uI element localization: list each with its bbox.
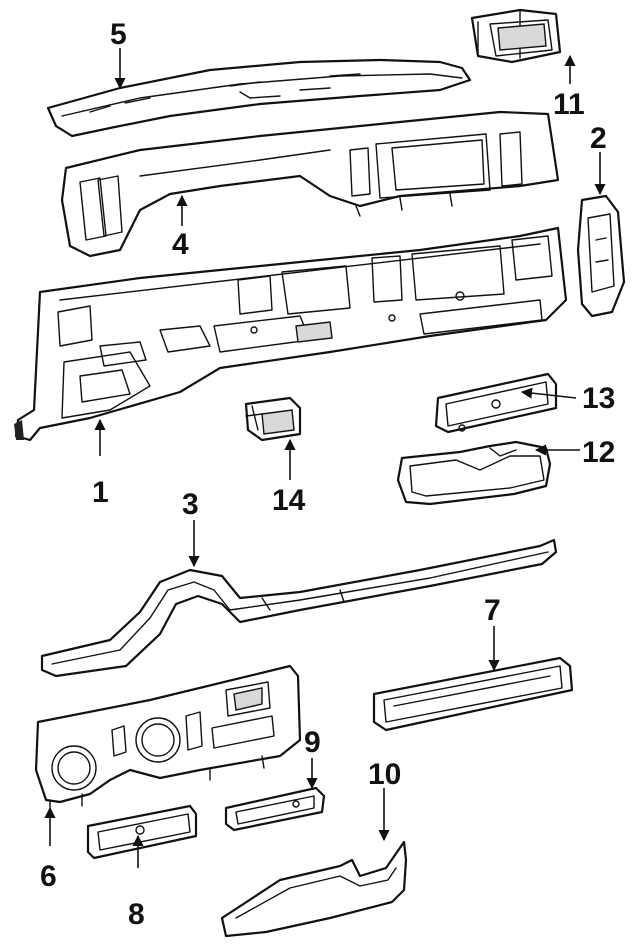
part-trim-plate-9 [224, 786, 326, 832]
callout-3: 3 [182, 488, 199, 521]
part-lower-cover-10 [220, 840, 408, 938]
leader-lines [44, 48, 606, 868]
part-glove-box-12 [396, 440, 552, 506]
callout-13: 13 [582, 382, 615, 415]
callout-5: 5 [110, 18, 127, 51]
part-end-cap-2 [576, 194, 626, 318]
callout-6: 6 [40, 860, 57, 893]
callout-4: 4 [172, 228, 189, 261]
callout-10: 10 [368, 758, 401, 791]
part-switch-14 [244, 396, 302, 442]
part-trim-plate-8 [86, 804, 198, 860]
callout-7: 7 [484, 594, 501, 627]
callout-8: 8 [128, 898, 145, 931]
part-dash-pad-5 [46, 58, 472, 138]
callout-12: 12 [582, 436, 615, 469]
leader-13 [520, 387, 577, 399]
callout-2: 2 [590, 122, 607, 155]
part-door-7 [372, 656, 574, 732]
part-panel-frame-1 [14, 226, 568, 442]
callout-labels: 5 11 2 4 1 13 12 14 3 7 9 10 6 8 [40, 18, 615, 931]
callout-14: 14 [272, 484, 306, 517]
part-door-insert-13 [434, 372, 558, 434]
callout-9: 9 [304, 726, 321, 759]
part-reinforcement-3 [40, 538, 558, 678]
part-air-duct-11 [470, 8, 562, 64]
callout-11: 11 [553, 88, 585, 121]
part-panel-cover-4 [60, 110, 560, 258]
callout-1: 1 [92, 476, 109, 509]
part-cluster-bezel-6 [34, 664, 302, 813]
